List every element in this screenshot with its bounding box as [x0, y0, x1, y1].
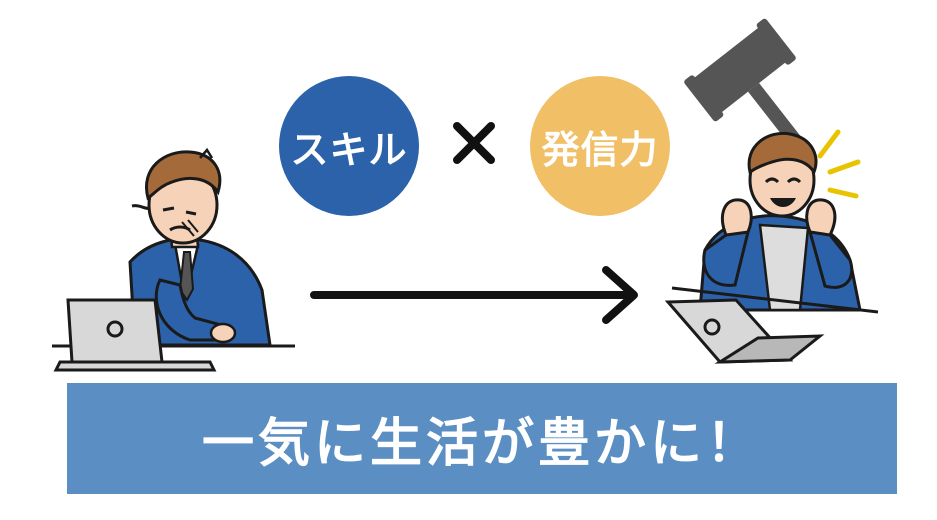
hasshin-label: 発信力: [541, 127, 659, 172]
skill-circle: スキル: [279, 76, 419, 216]
times-icon: [453, 122, 495, 164]
hasshin-circle: 発信力: [530, 76, 670, 216]
stressed-worker-icon: [52, 147, 295, 372]
happy-worker-icon: [664, 129, 879, 364]
gavel-icon: [684, 18, 814, 161]
bottom-banner: 一気に生活が豊かに！: [67, 383, 897, 494]
banner-text: 一気に生活が豊かに！: [201, 414, 762, 474]
skill-label: スキル: [290, 127, 408, 172]
arrow-right-icon: [310, 266, 638, 324]
